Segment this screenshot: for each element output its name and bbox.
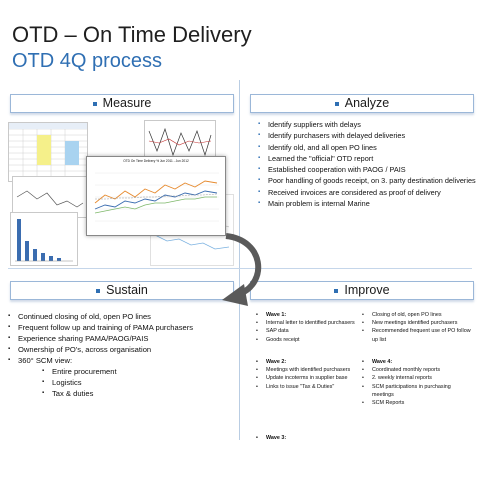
wave-title: Wave 2: [256,358,364,366]
sustain-label: Sustain [106,283,148,297]
wave-1-block: Wave 1: Internal letter to identified pu… [256,311,364,344]
list-item: SCM participations in purchasing meeting… [362,383,474,399]
list-item: Main problem is internal Marine [258,198,476,210]
wave-2-block: Wave 2: Meetings with identified purchas… [256,358,364,391]
page-title: OTD – On Time Delivery [12,22,252,47]
wave-3-block: Wave 3: [256,434,364,442]
list-item: Coordinated monthly reports [362,366,474,374]
list-item: 2. weekly internal reports [362,374,474,382]
cycle-arrow-icon [222,233,262,306]
list-item: Experience sharing PAMA/PAOG/PAIS [8,333,193,344]
list-item: Frequent follow up and training of PAMA … [8,322,193,333]
line-chart-graphic [148,127,212,157]
spreadsheet-thumbnail [8,122,88,182]
measure-collage: OTD On Time Delivery % Jun 2011 - Jun 20… [8,116,236,266]
sub-list-item: Tax & duties [8,388,193,399]
sustain-header: Sustain [10,281,234,300]
trend-chart-graphic [16,190,84,208]
improve-label: Improve [344,283,390,297]
list-item: Ownership of PO's, across organisation [8,344,193,355]
bullet-square-icon [96,288,101,293]
featured-chart-graphic [94,172,219,222]
list-item: SAP data [256,327,364,335]
list-item: Identify purchasers with delayed deliver… [258,130,476,142]
featured-chart-title: OTD On Time Delivery % Jun 2011 - Jun 20… [123,159,189,163]
vertical-divider [239,80,240,440]
list-item: SCM Reports [362,399,474,407]
bar-chart-thumbnail [10,212,78,266]
list-item: Closing of old, open PO lines [362,311,474,319]
spreadsheet-graphic [9,123,87,181]
list-item: Goods receipt [256,336,364,344]
sub-list-item: Logistics [8,377,193,388]
list-item: Identify suppliers with delays [258,119,476,131]
list-item: 360° SCM view: [8,355,193,366]
list-item: Continued closing of old, open PO lines [8,311,193,322]
wave-4-block: Wave 4: Coordinated monthly reports 2. w… [362,358,474,407]
wave-title: Wave 3: [256,434,364,442]
measure-header: Measure [10,94,234,113]
analyze-list: Identify suppliers with delays Identify … [258,119,476,210]
horizontal-divider [8,268,472,269]
list-item: Links to issue "Tax & Duties" [256,383,364,391]
bar-chart-graphic [15,219,73,262]
bullet-square-icon [334,101,339,106]
list-item: Identify old, and all open PO lines [258,142,476,154]
list-item: Update incoterms in supplier base [256,374,364,382]
list-item: Received invoices are considered as proo… [258,187,476,199]
sustain-list: Continued closing of old, open PO lines … [8,311,193,399]
featured-otd-chart: OTD On Time Delivery % Jun 2011 - Jun 20… [86,156,226,236]
page-subtitle: OTD 4Q process [12,50,163,72]
list-item: Established cooperation with PAOG / PAIS [258,164,476,176]
sub-list-item: Entire procurement [8,366,193,377]
list-item: Recommended frequent use of PO follow up… [362,327,474,343]
wave-title: Wave 4: [362,358,474,366]
bullet-square-icon [92,101,97,106]
list-item: Internal letter to identified purchasers [256,319,364,327]
list-item: Meetings with identified purchasers [256,366,364,374]
measure-label: Measure [102,96,152,110]
analyze-header: Analyze [250,94,474,113]
bullet-square-icon [334,288,339,293]
list-item: Poor handling of goods receipt, on 3. pa… [258,175,476,187]
improve-header: Improve [250,281,474,300]
list-item: Learned the "official" OTD report [258,153,476,165]
wave-3-items-block: Closing of old, open PO lines New meetin… [362,311,474,344]
analyze-label: Analyze [344,96,390,110]
list-item: New meetings identified purchasers [362,319,474,327]
wave-title: Wave 1: [256,311,364,319]
